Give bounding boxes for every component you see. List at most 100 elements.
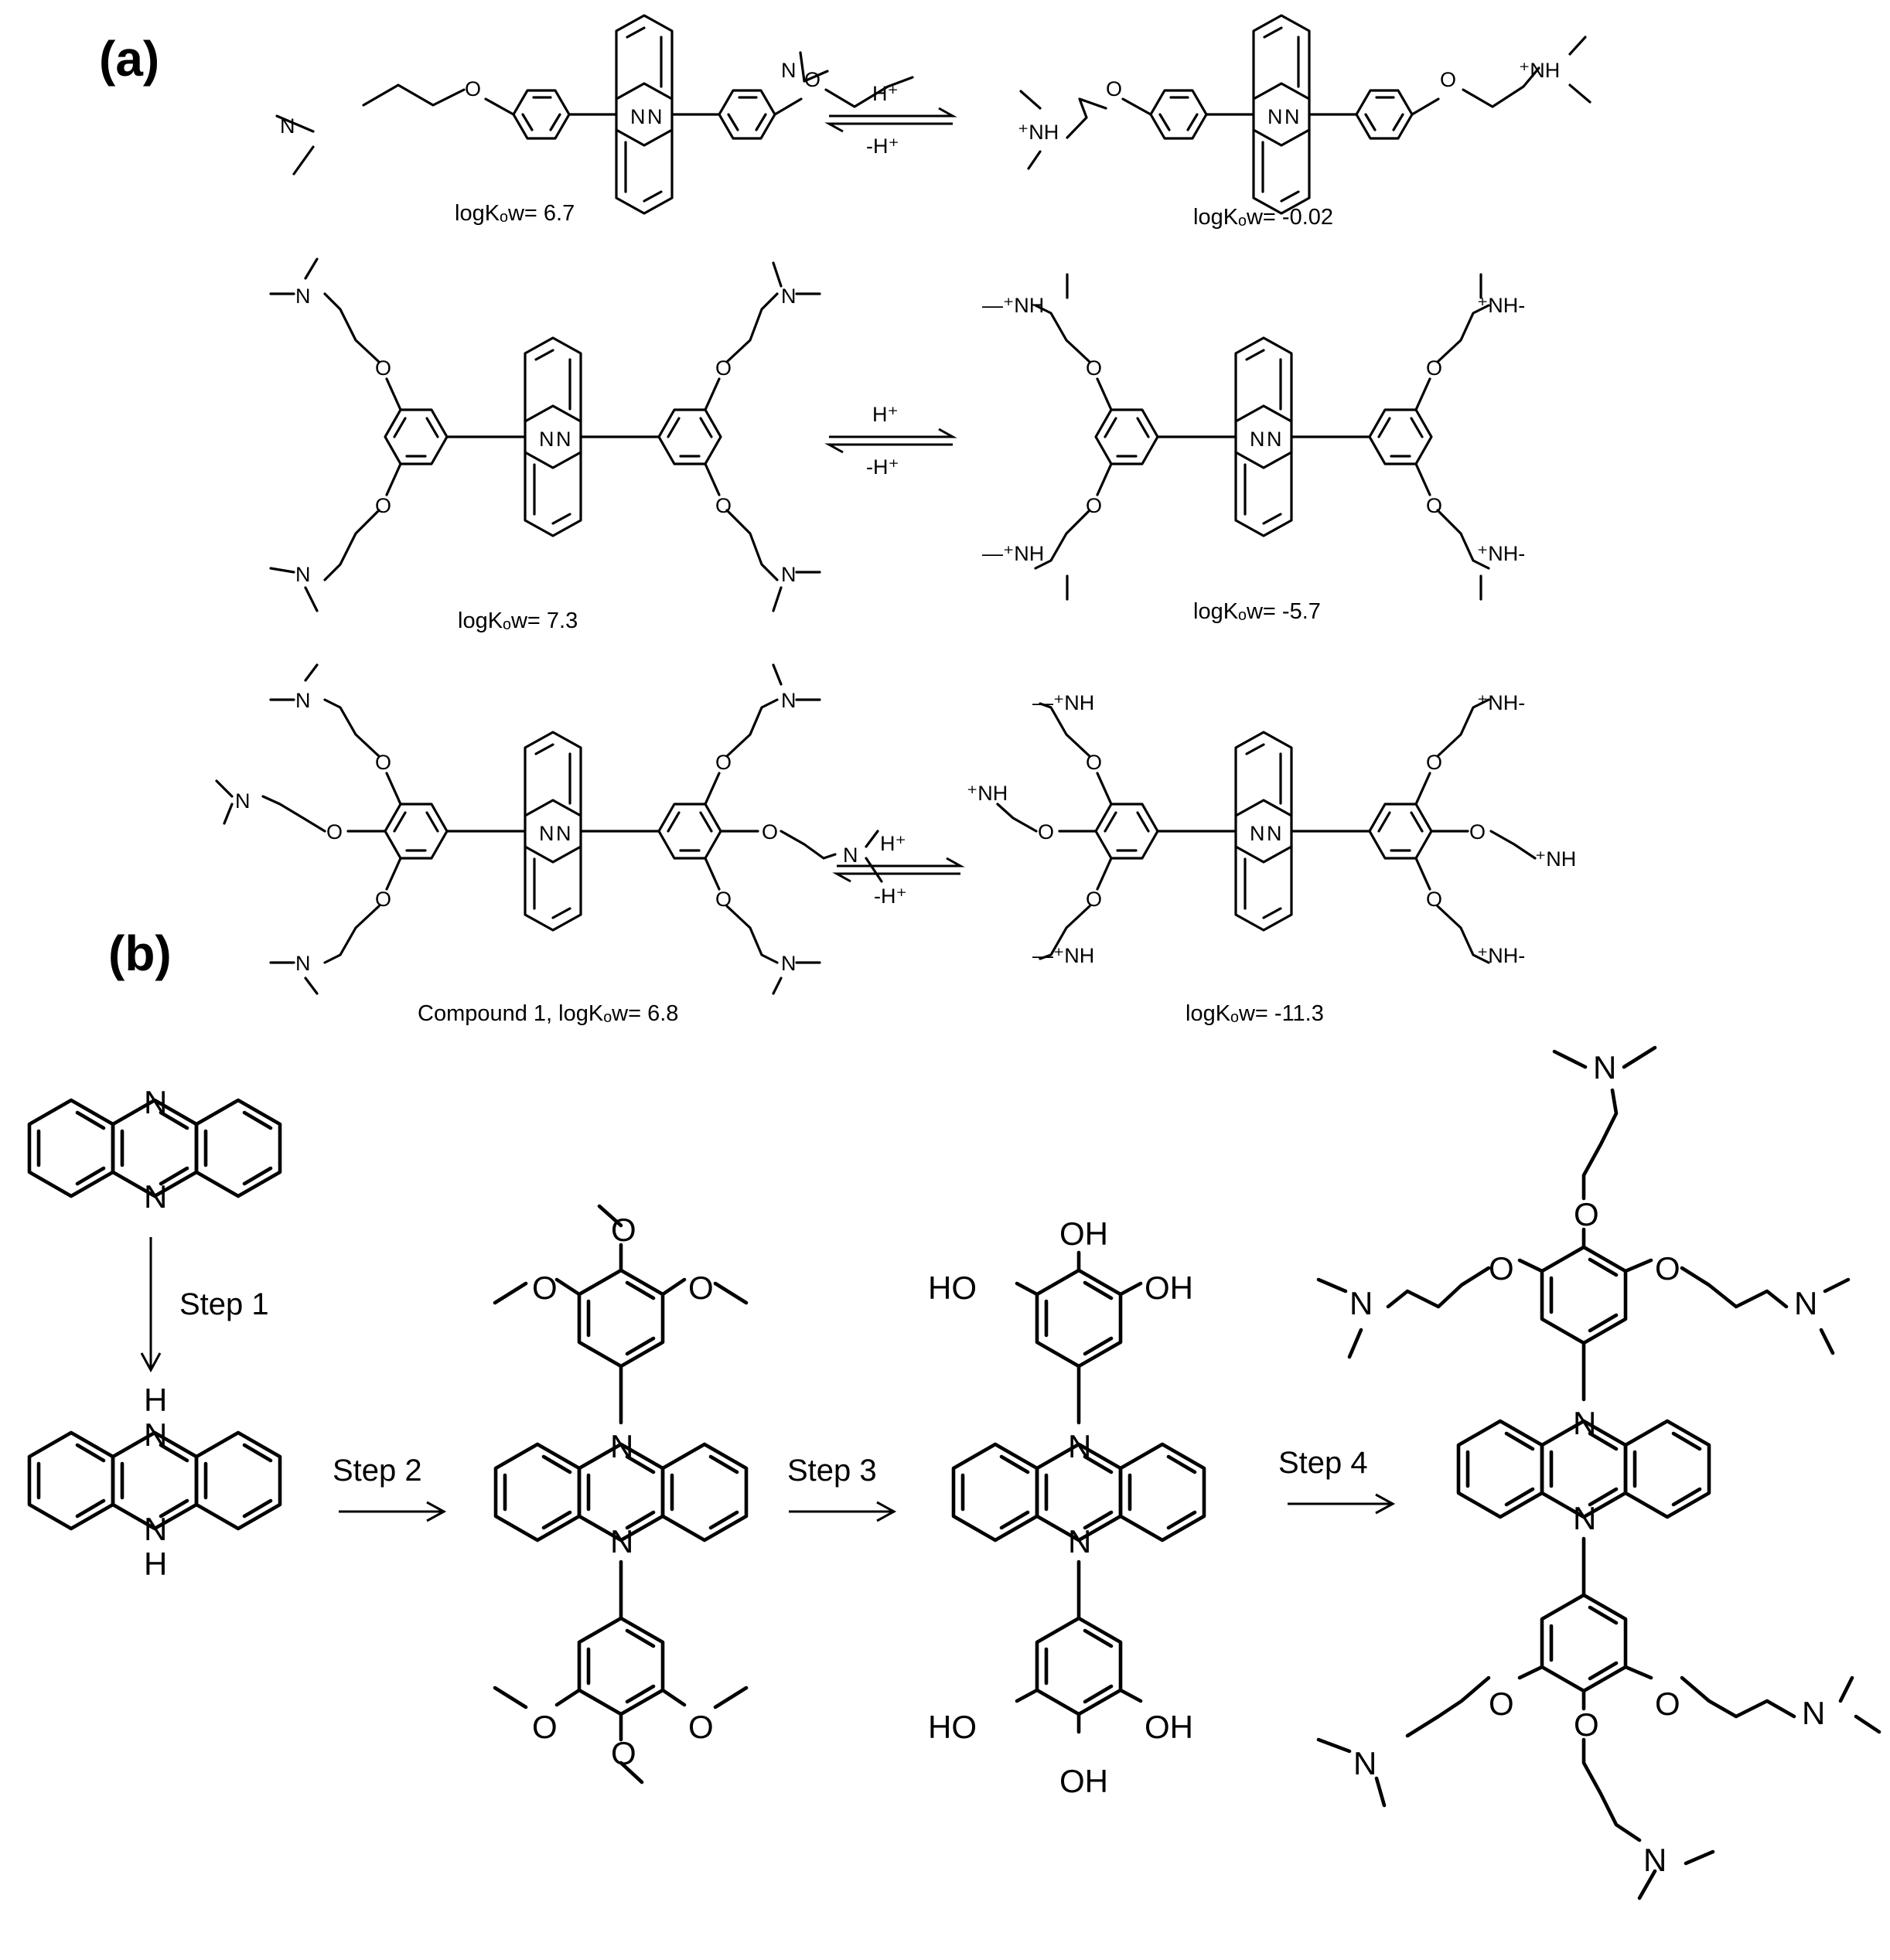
row2-neutral-molecule: O O O O N N N N N N [269, 257, 821, 612]
row3-n-o5: O [762, 820, 778, 844]
row2-p-o4: O [1426, 494, 1442, 517]
row3-arrow-deprotonate: -H⁺ [874, 885, 907, 908]
row3-p-core-n2: N [1267, 822, 1282, 845]
row1-n-amine-right: N [781, 59, 797, 82]
int2-oh-bottom-right: OH [1145, 1709, 1193, 1745]
row3-n-o3: O [375, 888, 391, 911]
int1-o-top-right: O [688, 1270, 714, 1306]
dihydrophenazine-h-bottom: H [144, 1546, 167, 1582]
int2-n-bottom: N [1068, 1523, 1091, 1559]
row3-n-n1: N [295, 689, 311, 712]
int2-n-top: N [1068, 1428, 1091, 1464]
row1-equilibrium-arrow: H⁺ -H⁺ [824, 82, 957, 158]
row1-protonated-molecule: O O ⁺NH ⁺NH N N [1018, 14, 1591, 215]
cmpd1-o-top-left: O [1489, 1250, 1514, 1287]
row1-p-o-right: O [1440, 68, 1456, 91]
row3-p-o2: O [1038, 820, 1054, 844]
step1-arrow: Step 1 [140, 1237, 269, 1373]
row2-arrow-deprotonate: -H⁺ [866, 455, 899, 479]
row1-neutral-logkow: logKₒw= 6.7 [455, 201, 575, 226]
row2-n-o2: O [375, 494, 391, 517]
int2-oh-top-right: OH [1145, 1270, 1193, 1306]
cmpd1-n-top-right: N [1794, 1285, 1817, 1321]
row2-p-o2: O [1086, 494, 1102, 517]
int2-oh-bottom: OH [1059, 1763, 1108, 1799]
cmpd1-o-top: O [1574, 1196, 1599, 1232]
row1-p-o-left: O [1106, 77, 1122, 101]
int1-n-top: N [610, 1428, 633, 1464]
phenazine-n-bottom: N [144, 1178, 167, 1215]
row3-p-n1: —⁺NH [1032, 691, 1094, 714]
int1-o-bottom: O [611, 1735, 636, 1771]
row1-p-core-n1: N [1267, 105, 1283, 128]
row1-p-core-n2: N [1284, 105, 1300, 128]
panel-label-a: (a) [99, 31, 159, 87]
row3-p-o1: O [1086, 751, 1102, 774]
cmpd1-o-top-right: O [1655, 1250, 1680, 1287]
step4-label: Step 4 [1278, 1446, 1368, 1480]
row3-n-n2: N [235, 789, 251, 813]
cmpd1-o-bottom: O [1574, 1706, 1599, 1743]
row2-protonated-molecule: O O O O —⁺NH —⁺NH ⁺NH- ⁺NH- N N [982, 273, 1525, 601]
row3-protonated-molecule: O O O O O O —⁺NH ⁺NH —⁺NH ⁺NH- ⁺NH ⁺NH- … [967, 691, 1576, 967]
row2-p-n2: —⁺NH [982, 542, 1044, 565]
row3-n-n4: N [781, 689, 797, 712]
row2-n-n4: N [781, 563, 797, 586]
row3-arrow-protonate: H⁺ [880, 832, 906, 855]
row3-neutral-logkow: Compound 1, logKₒw= 6.8 [418, 1001, 678, 1026]
row3-p-o5: O [1469, 820, 1486, 844]
trimethoxyphenyl-intermediate: O O O O O O N N [493, 1204, 749, 1784]
row1-n-o-right: O [804, 68, 820, 91]
cmpd1-n-bottom: N [1643, 1842, 1667, 1878]
row2-p-o3: O [1426, 356, 1442, 380]
row2-n-o1: O [375, 356, 391, 380]
cmpd1-n-core-bottom: N [1573, 1500, 1596, 1536]
int2-ho-top-left: HO [928, 1270, 977, 1306]
cmpd1-o-bottom-left: O [1489, 1686, 1514, 1722]
row3-p-o6: O [1426, 888, 1442, 911]
row3-p-n6: ⁺NH- [1477, 944, 1525, 967]
row3-neutral-molecule: O O O O O O N N N N N N N N [215, 663, 883, 995]
row3-p-n5: ⁺NH [1535, 847, 1576, 871]
row1-p-amine-right: ⁺NH [1519, 59, 1560, 82]
step4-arrow: Step 4 [1278, 1446, 1396, 1515]
row3-n-n6: N [781, 952, 797, 975]
cmpd1-n-core-top: N [1573, 1405, 1596, 1441]
row3-p-n2: ⁺NH [967, 782, 1008, 805]
row2-n-o4: O [715, 494, 732, 517]
int1-o-bottom-right: O [688, 1709, 714, 1745]
row3-protonated-logkow: logKₒw= -11.3 [1186, 1001, 1324, 1026]
step2-label: Step 2 [333, 1454, 422, 1488]
row1-protonated-logkow: logKₒw= -0.02 [1193, 205, 1333, 230]
row2-p-core-n2: N [1267, 428, 1282, 451]
row1-n-core-n2: N [647, 105, 663, 128]
row2-n-core-n1: N [539, 428, 554, 451]
row2-n-n1: N [295, 285, 311, 308]
row2-arrow-protonate: H⁺ [872, 403, 899, 426]
row3-n-core-n1: N [539, 822, 554, 845]
row1-arrow-protonate: H⁺ [872, 82, 899, 105]
row2-n-n3: N [781, 285, 797, 308]
int1-n-bottom: N [610, 1523, 633, 1559]
row2-p-o1: O [1086, 356, 1102, 380]
row2-n-core-n2: N [556, 428, 571, 451]
row2-n-n2: N [295, 563, 311, 586]
cmpd1-n-bottom-left: N [1353, 1745, 1377, 1781]
row2-p-core-n1: N [1250, 428, 1265, 451]
row3-n-o4: O [715, 751, 732, 774]
step2-arrow: Step 2 [333, 1454, 447, 1522]
row2-protonated-logkow: logKₒw= -5.7 [1193, 599, 1321, 624]
trihydroxyphenyl-intermediate: OH HO OH HO OH OH N N [928, 1215, 1204, 1799]
row1-neutral-molecule: O O N N N N [275, 14, 914, 215]
panel-label-b: (b) [108, 925, 172, 981]
row2-equilibrium-arrow: H⁺ -H⁺ [824, 403, 957, 479]
phenazine-molecule: N N [29, 1084, 280, 1215]
int2-ho-bottom-left: HO [928, 1709, 977, 1745]
row3-n-o1: O [375, 751, 391, 774]
row3-n-o6: O [715, 888, 732, 911]
cmpd1-n-bottom-right: N [1802, 1695, 1825, 1731]
cmpd1-n-top: N [1593, 1049, 1616, 1086]
row3-p-core-n1: N [1250, 822, 1265, 845]
row2-p-n4: ⁺NH- [1477, 542, 1525, 565]
